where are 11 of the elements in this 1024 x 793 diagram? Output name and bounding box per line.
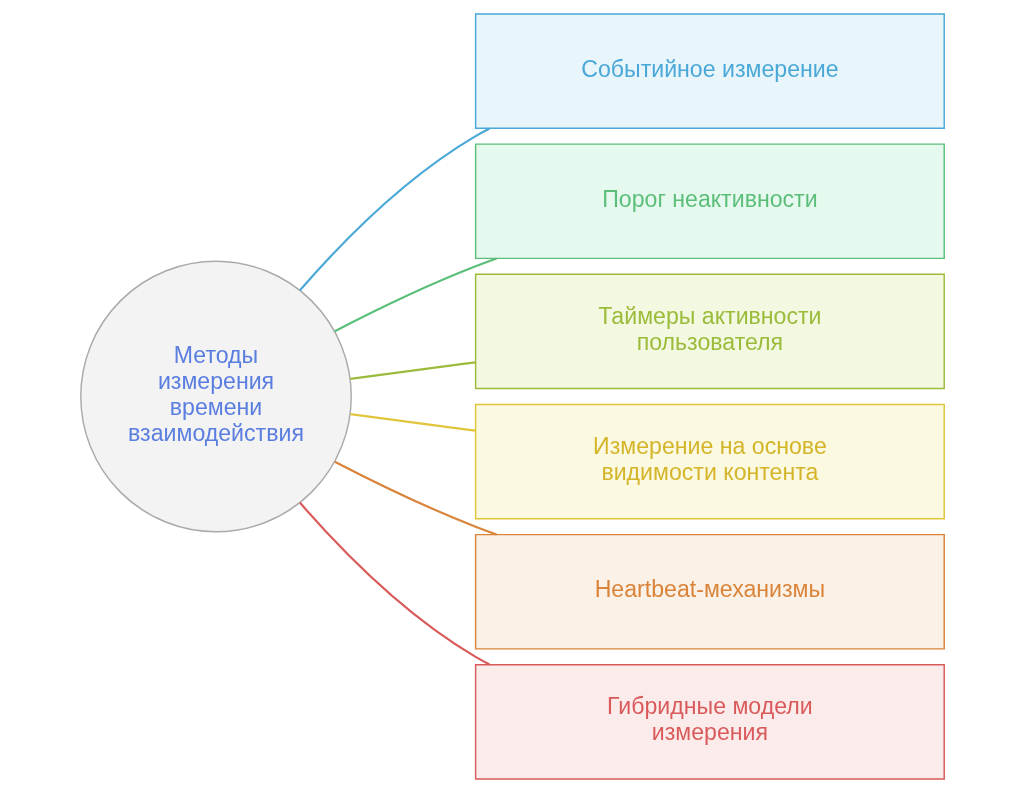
connector xyxy=(349,361,475,380)
connector xyxy=(298,502,490,666)
node-box: Порог неактивности xyxy=(474,143,945,260)
connector xyxy=(298,127,490,291)
node-box: Событийное измерение xyxy=(474,13,945,129)
connector xyxy=(349,413,475,432)
node-circle: Методы измерения времени взаимодействия xyxy=(79,260,352,533)
node-box: Heartbeat-механизмы xyxy=(474,533,945,650)
node-box: Гибридные модели измерения xyxy=(474,664,945,780)
node-box: Таймеры активности пользователя xyxy=(474,273,945,390)
node-box: Измерение на основе видимости контента xyxy=(474,403,945,520)
